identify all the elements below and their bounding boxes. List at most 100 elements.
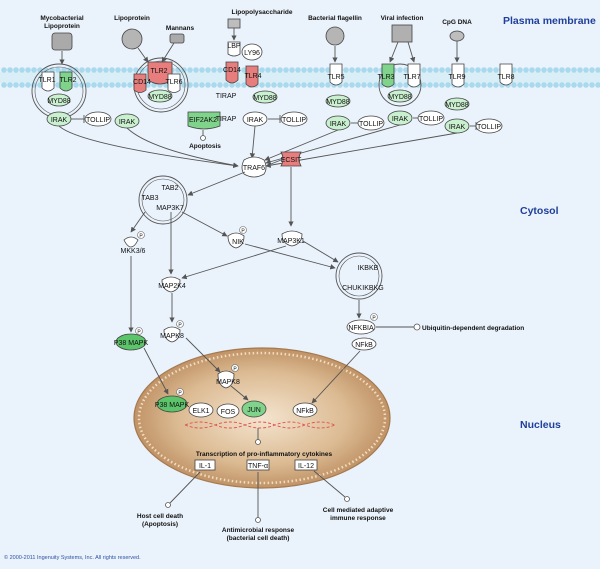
mapk8-node[interactable]	[163, 326, 181, 343]
tollip-3-node[interactable]	[280, 111, 308, 127]
cpg-shape[interactable]	[449, 30, 465, 42]
tlr4-receptor[interactable]	[245, 65, 259, 88]
lps-shape[interactable]	[227, 18, 241, 29]
antimicrobial-label-2: (bacterial cell death)	[227, 535, 290, 542]
tlr8-receptor[interactable]	[499, 63, 513, 86]
cd14-b-receptor[interactable]	[225, 61, 239, 84]
tollip-1-node[interactable]	[84, 111, 112, 127]
chuk-label: CHUK	[342, 285, 362, 292]
myd88-a-label: MYD88	[47, 98, 70, 105]
mkk3-6-phospho: P	[139, 234, 143, 240]
ikk-complex[interactable]	[335, 252, 383, 300]
mycobacterial-lipoprotein-shape[interactable]	[51, 32, 73, 51]
ligands: Mycobacterial Lipoprotein Lipoprotein Ma…	[40, 9, 472, 51]
tollip-3-label: TOLLIP	[282, 117, 306, 124]
tab2-label: TAB2	[162, 185, 179, 192]
map2k4-node[interactable]	[161, 276, 181, 293]
p38-mapk-label: P38 MAPK	[114, 340, 149, 347]
nik-node[interactable]	[227, 232, 245, 249]
nfkbia-node[interactable]	[346, 319, 376, 335]
irak-2-node[interactable]	[114, 113, 140, 129]
tlr6-receptor[interactable]	[167, 73, 181, 93]
myd88-b-node[interactable]	[147, 89, 173, 103]
elk1-node[interactable]	[188, 402, 214, 418]
apoptosis-label: Apoptosis	[189, 143, 221, 150]
fos-node[interactable]	[216, 403, 240, 419]
host-death-label-1: Host cell death	[137, 513, 183, 520]
tollip-5-node[interactable]	[417, 110, 445, 126]
lbp-node[interactable]	[227, 41, 241, 57]
mkk3-6-node[interactable]	[123, 236, 139, 248]
traf6-node[interactable]	[241, 156, 267, 178]
eif2ak2-node[interactable]	[187, 111, 221, 130]
tollip-5-label: TOLLIP	[419, 116, 443, 123]
nfkbia-label: NFKBIA	[348, 325, 374, 332]
p38-mapk-node[interactable]	[115, 333, 147, 351]
nucleus: MAPK8 P P38 MAPK P ELK1 FOS JUN NFkB Tra…	[133, 337, 391, 489]
tollip-4-label: TOLLIP	[359, 121, 383, 128]
tlr1-receptor[interactable]	[41, 71, 55, 92]
nfkb-nuclear-node[interactable]	[292, 402, 318, 418]
mannans-shape[interactable]	[169, 33, 185, 44]
jun-label: JUN	[247, 407, 261, 414]
cd14-a-receptor[interactable]	[133, 73, 147, 93]
ly96-node[interactable]	[241, 43, 263, 61]
myd88-e-node[interactable]	[387, 89, 413, 103]
ligand-lps-label: Lipopolysaccharide	[231, 9, 292, 16]
tlr5-label: TLR5	[327, 74, 344, 81]
tollip-4-node[interactable]	[357, 115, 385, 131]
nfkb-cytosol-label: NFkB	[355, 342, 373, 349]
tnfa-node[interactable]	[246, 459, 270, 471]
ligand-mycobacterial-label-1: Mycobacterial	[40, 15, 84, 22]
elk1-label: ELK1	[192, 408, 209, 415]
myd88-d-label: MYD88	[326, 99, 349, 106]
irak-2-label: IRAK	[119, 119, 136, 126]
tirap-a-label: TIRAP	[216, 93, 237, 100]
tlr2-receptor-a[interactable]	[59, 71, 73, 92]
plasma-membrane-label: Plasma membrane	[503, 15, 596, 27]
tollip-1-label: TOLLIP	[86, 117, 110, 124]
lipoprotein-shape[interactable]	[121, 28, 143, 50]
mapk8-nuclear-phospho: P	[233, 367, 237, 373]
tlr5-receptor[interactable]	[329, 63, 343, 86]
myd88-d-node[interactable]	[325, 94, 351, 108]
nfkbia-phospho: P	[372, 316, 376, 322]
tlr3-receptor[interactable]	[381, 63, 395, 88]
myd88-a-node[interactable]	[47, 93, 71, 107]
cd14-a-label: CD14	[133, 79, 151, 86]
map3k7-label: MAP3K7	[156, 205, 184, 212]
map3k1-node[interactable]	[281, 230, 303, 247]
mapk8-nuclear-node[interactable]	[217, 370, 235, 389]
ecsit-node[interactable]	[280, 151, 302, 167]
il12-node[interactable]	[294, 459, 318, 471]
viral-shape[interactable]	[391, 24, 413, 43]
tlr9-receptor[interactable]	[451, 63, 465, 88]
flagellin-shape[interactable]	[325, 26, 345, 46]
tollip-6-node[interactable]	[475, 118, 503, 134]
nik-phospho: P	[241, 229, 245, 235]
ligand-cpg-label: CpG DNA	[442, 19, 472, 26]
nucleus-envelope	[133, 347, 391, 489]
myd88-c-node[interactable]	[252, 90, 278, 104]
jun-node[interactable]	[241, 400, 267, 418]
il1-label: IL-1	[199, 463, 211, 470]
tlr3-label: TLR3	[377, 74, 394, 81]
tlr7-label: TLR7	[403, 74, 420, 81]
tlr3-tlr7-complex[interactable]	[378, 63, 422, 107]
outcomes: Host cell death (Apoptosis) Antimicrobia…	[137, 470, 394, 542]
tlr7-receptor[interactable]	[407, 63, 421, 88]
ligand-flagellin-label: Bacterial flagellin	[308, 15, 362, 22]
nfkb-cytosol-node[interactable]	[351, 337, 377, 351]
il1-node[interactable]	[194, 459, 216, 471]
nik-label: NIK	[232, 239, 244, 246]
tlr4-label: TLR4	[244, 73, 261, 80]
p38-nuclear-node[interactable]	[156, 395, 188, 413]
il12-label: IL-12	[298, 463, 314, 470]
tab-complex[interactable]	[138, 175, 188, 225]
ligand-mannans-label: Mannans	[166, 25, 195, 32]
myd88-f-node[interactable]	[444, 97, 470, 111]
cd14-b-label: CD14	[223, 67, 241, 74]
tab3-label: TAB3	[142, 195, 159, 202]
tollip-6-label: TOLLIP	[477, 124, 501, 131]
map2k4-label: MAP2K4	[158, 283, 186, 290]
